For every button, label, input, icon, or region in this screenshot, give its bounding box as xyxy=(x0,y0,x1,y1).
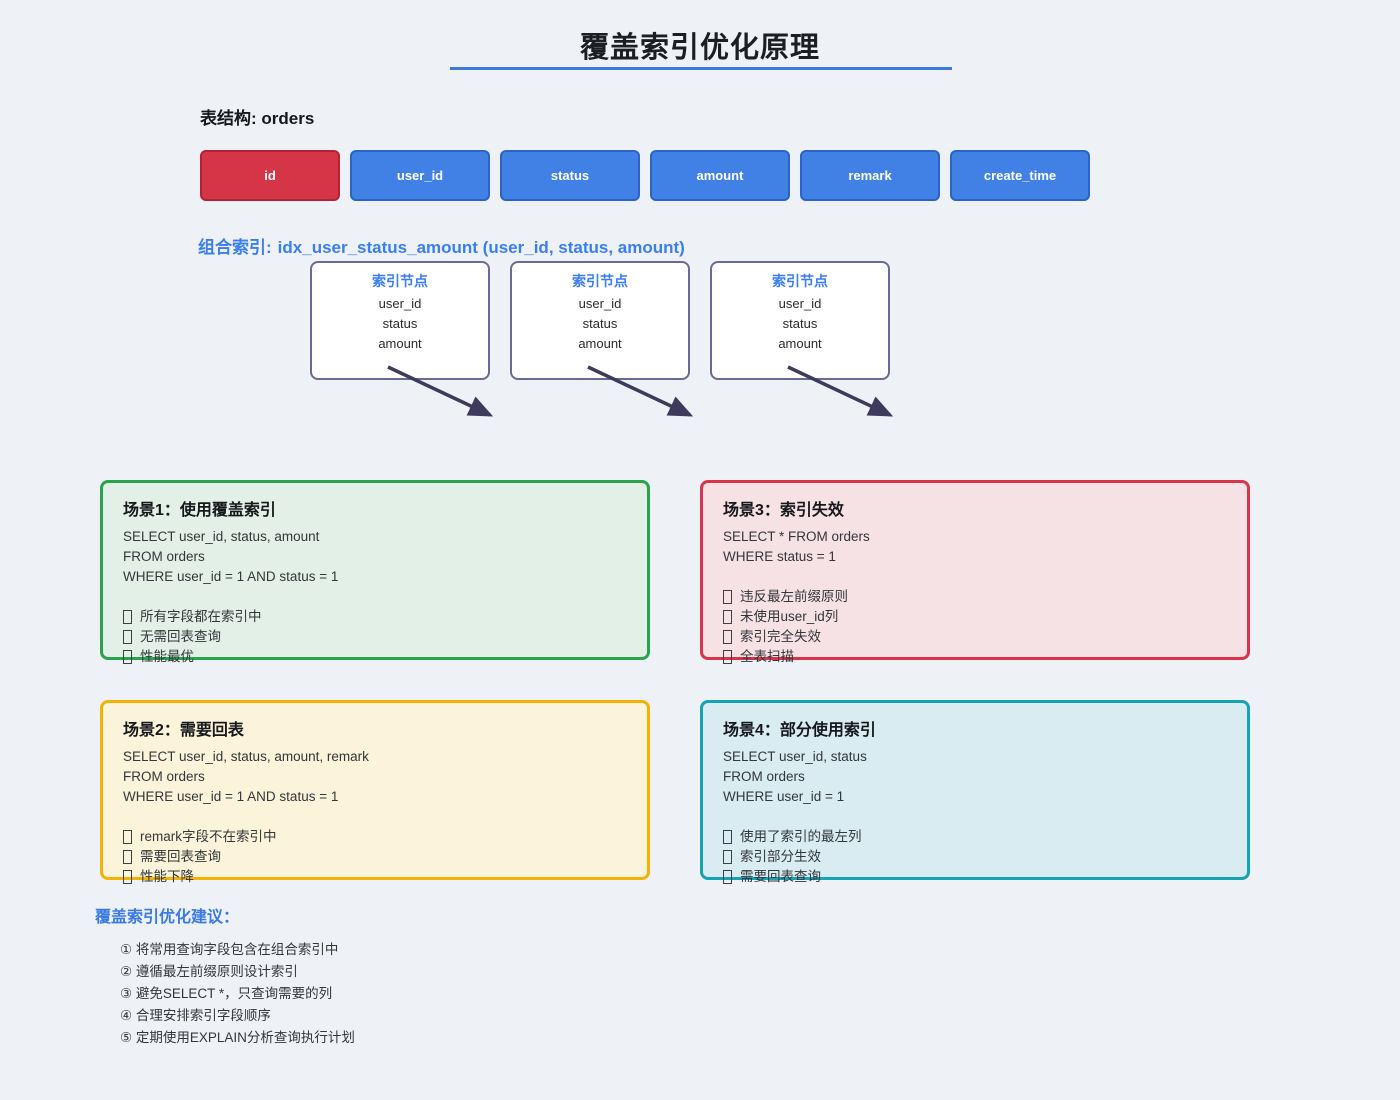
notes-block: 违反最左前缀原则 未使用user_id列 索引完全失效 全表扫描 xyxy=(723,587,1227,667)
table-columns-row: id user_id status amount remark create_t… xyxy=(200,150,1090,201)
missing-glyph-icon xyxy=(723,590,732,604)
scenario-title: 场景2：需要回表 xyxy=(123,722,244,739)
notes-block: remark字段不在索引中 需要回表查询 性能下降 xyxy=(123,827,627,887)
index-node-title: 索引节点 xyxy=(372,273,428,289)
table-structure-prefix: 表结构: xyxy=(200,109,257,128)
sql-line: SELECT user_id, status, amount xyxy=(123,529,320,544)
arrow-2 xyxy=(587,365,694,417)
missing-glyph-icon xyxy=(723,850,732,864)
index-node-field: status xyxy=(582,316,618,331)
note-line: 需要回表查询 xyxy=(723,867,1227,887)
sql-line: SELECT user_id, status, amount, remark xyxy=(123,749,369,764)
notes-block: 所有字段都在索引中 无需回表查询 性能最优 xyxy=(123,607,627,667)
scenario-card-2: 场景2：需要回表 SELECT user_id, status, amount,… xyxy=(100,700,650,884)
note-line: 性能下降 xyxy=(123,867,627,887)
missing-glyph-icon xyxy=(123,650,132,664)
missing-glyph-icon xyxy=(723,610,732,624)
sql-line: FROM orders xyxy=(723,769,805,784)
scenario-title: 场景3：索引失效 xyxy=(723,502,844,519)
scenario-card-3: 场景3：索引失效 SELECT * FROM orders WHERE stat… xyxy=(700,480,1250,664)
arrow-1 xyxy=(387,365,494,417)
suggestion-item-5: ⑤ 定期使用EXPLAIN分析查询执行计划 xyxy=(120,1030,355,1045)
sql-line: WHERE status = 1 xyxy=(723,549,836,564)
sql-line: FROM orders xyxy=(123,549,205,564)
table-name: orders xyxy=(261,109,315,128)
index-node-field: status xyxy=(382,316,418,331)
note-line: 使用了索引的最左列 xyxy=(723,827,1227,847)
index-node-title: 索引节点 xyxy=(572,273,628,289)
note-line: 性能最优 xyxy=(123,647,627,667)
suggestion-item-4: ④ 合理安排索引字段顺序 xyxy=(120,1008,271,1023)
note-line: 所有字段都在索引中 xyxy=(123,607,627,627)
note-line: remark字段不在索引中 xyxy=(123,827,627,847)
missing-glyph-icon xyxy=(123,610,132,624)
column-box-user-id: user_id xyxy=(350,150,490,201)
index-node-card-2: 索引节点 user_id status amount xyxy=(510,261,690,380)
missing-glyph-icon xyxy=(123,630,132,644)
index-node-field: user_id xyxy=(578,296,622,311)
column-box-status: status xyxy=(500,150,640,201)
column-box-remark: remark xyxy=(800,150,940,201)
note-line: 未使用user_id列 xyxy=(723,607,1227,627)
arrow-3 xyxy=(787,365,894,417)
column-box-id: id xyxy=(200,150,340,201)
index-node-card-1: 索引节点 user_id status amount xyxy=(310,261,490,380)
note-line: 违反最左前缀原则 xyxy=(723,587,1227,607)
sql-line: FROM orders xyxy=(123,769,205,784)
page-title: 覆盖索引优化原理 xyxy=(579,32,820,64)
index-node-field: amount xyxy=(578,336,622,351)
index-node-field: amount xyxy=(778,336,822,351)
suggestion-item-3: ③ 避免SELECT *，只查询需要的列 xyxy=(120,986,333,1001)
index-node-field: status xyxy=(782,316,818,331)
missing-glyph-icon xyxy=(123,870,132,884)
suggestions-section: 覆盖索引优化建议： ① 将常用查询字段包含在组合索引中 ② 遵循最左前缀原则设计… xyxy=(95,903,355,1049)
composite-index-value: idx_user_status_amount (user_id, status,… xyxy=(277,238,685,257)
index-scan-arrows xyxy=(387,365,894,417)
scenario-card-4: 场景4：部分使用索引 SELECT user_id, status FROM o… xyxy=(700,700,1250,884)
index-node-card-3: 索引节点 user_id status amount xyxy=(710,261,890,380)
notes-block: 使用了索引的最左列 索引部分生效 需要回表查询 xyxy=(723,827,1227,887)
sql-line: SELECT user_id, status xyxy=(723,749,867,764)
suggestion-item-1: ① 将常用查询字段包含在组合索引中 xyxy=(120,942,339,957)
composite-index-label: 组合索引: xyxy=(198,238,272,257)
missing-glyph-icon xyxy=(723,650,732,664)
table-structure-label: 表结构: orders xyxy=(200,104,314,129)
sql-line: WHERE user_id = 1 AND status = 1 xyxy=(123,789,339,804)
suggestion-item-2: ② 遵循最左前缀原则设计索引 xyxy=(120,964,298,979)
sql-line: SELECT * FROM orders xyxy=(723,529,870,544)
missing-glyph-icon xyxy=(723,870,732,884)
note-line: 索引部分生效 xyxy=(723,847,1227,867)
sql-line: WHERE user_id = 1 xyxy=(723,789,845,804)
index-node-field: user_id xyxy=(378,296,422,311)
index-nodes-row: 索引节点 user_id status amount 索引节点 user_id … xyxy=(310,261,890,380)
note-line: 索引完全失效 xyxy=(723,627,1227,647)
missing-glyph-icon xyxy=(723,830,732,844)
composite-index-line: 组合索引: idx_user_status_amount (user_id, st… xyxy=(198,233,685,258)
missing-glyph-icon xyxy=(123,830,132,844)
sql-line: WHERE user_id = 1 AND status = 1 xyxy=(123,569,339,584)
title-underline xyxy=(450,67,952,70)
column-box-create-time: create_time xyxy=(950,150,1090,201)
scenario-title: 场景1：使用覆盖索引 xyxy=(123,502,276,519)
index-node-field: amount xyxy=(378,336,422,351)
note-line: 无需回表查询 xyxy=(123,627,627,647)
scenario-title: 场景4：部分使用索引 xyxy=(723,722,876,739)
scenario-card-1: 场景1：使用覆盖索引 SELECT user_id, status, amoun… xyxy=(100,480,650,664)
missing-glyph-icon xyxy=(123,850,132,864)
index-node-field: user_id xyxy=(778,296,822,311)
index-node-title: 索引节点 xyxy=(772,273,828,289)
column-box-amount: amount xyxy=(650,150,790,201)
note-line: 需要回表查询 xyxy=(123,847,627,867)
missing-glyph-icon xyxy=(723,630,732,644)
note-line: 全表扫描 xyxy=(723,647,1227,667)
suggestions-title: 覆盖索引优化建议： xyxy=(95,909,240,926)
